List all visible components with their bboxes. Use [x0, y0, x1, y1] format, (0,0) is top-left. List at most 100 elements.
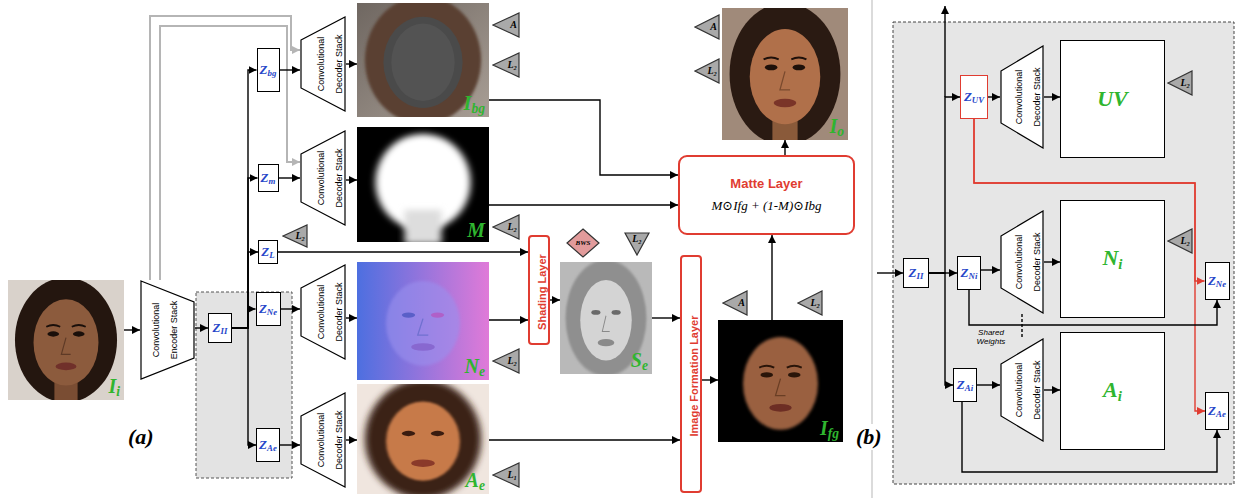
text-group: Ii [108, 375, 120, 400]
label-text: I [820, 417, 828, 439]
connector [489, 439, 680, 440]
text-group: L₂ [295, 231, 305, 241]
label-text: i [1118, 256, 1122, 272]
connector [988, 96, 1000, 97]
label-text: I [108, 375, 116, 397]
label-text: Convolutional Encoder Stack [152, 301, 180, 360]
text-group: Zbg [260, 62, 277, 78]
loss-triangle: L₂ [492, 52, 520, 78]
text-group: Ne [465, 355, 486, 380]
label-text: I [829, 115, 837, 137]
connector [346, 439, 357, 440]
latent-code: ZNe [256, 292, 281, 326]
text-group: Zm [261, 170, 276, 186]
shape-outline [301, 393, 345, 487]
panel-b-region [893, 22, 1234, 484]
label-text: Z [261, 244, 269, 259]
latent-code: ZAe [256, 428, 280, 462]
connector [346, 179, 357, 180]
connector [346, 317, 357, 318]
output-image [722, 3, 848, 146]
connector [1044, 389, 1060, 390]
shape-outline [493, 463, 519, 487]
label-text: N [465, 355, 479, 377]
output-map: Ni [1060, 200, 1165, 318]
text-group: ZII [909, 265, 924, 281]
image-panel: Io [722, 8, 848, 140]
label-text: A [738, 297, 745, 308]
label-text: Z [961, 265, 969, 280]
label-text: A [510, 19, 517, 30]
label-text: Ne [267, 307, 277, 317]
shape-outline [695, 59, 719, 83]
connector [702, 379, 718, 380]
label-text: i [116, 384, 120, 399]
latent-code: Zm [258, 164, 279, 192]
text-group: ZAe [259, 437, 277, 453]
matte-layer: Matte LayerM⊙Ifg + (1-M)⊙Ibg [678, 155, 855, 235]
text-group: Ai [1103, 377, 1122, 405]
shape-outline [141, 281, 194, 379]
connector [232, 309, 256, 328]
text-group: ZNi [961, 265, 978, 281]
edge-label: Shared Weights [966, 328, 1016, 346]
latent-code: ZII [208, 313, 232, 343]
text-group: Convolutional Decoder Stack [1009, 230, 1044, 294]
text-group: L₂ [632, 234, 642, 244]
text-group: ZNe [259, 301, 277, 317]
loss-triangle: L₁ [492, 462, 520, 488]
latent-code: Zbg [257, 48, 280, 92]
mask-image [357, 127, 489, 244]
loss-triangle: L₂ [492, 214, 520, 240]
text-group: M [467, 219, 485, 242]
connector [489, 100, 678, 175]
label-text: e [479, 478, 485, 493]
label-text: M⊙Ifg + (1-M)⊙Ibg [712, 198, 822, 214]
panel-label: (b) [854, 424, 884, 450]
shape-outline [695, 15, 719, 39]
label-text: m [269, 176, 276, 186]
image-panel: Ifg [718, 320, 843, 442]
panel-label: (a) [126, 424, 156, 450]
label-text: UV [972, 95, 984, 105]
label-text: o [837, 124, 844, 139]
connector [929, 273, 953, 385]
connector [550, 299, 560, 300]
decoder-stack: Convolutional Decoder Stack [1000, 338, 1044, 442]
decoder-stack: Convolutional Decoder Stack [300, 392, 346, 488]
text-group: Convolutional Decoder Stack [310, 34, 345, 94]
connector [160, 26, 300, 280]
connector [489, 319, 528, 320]
label-text: bg [268, 68, 277, 78]
image-panel: Se [560, 262, 652, 374]
label-text: BWS [576, 239, 591, 247]
text-group: Se [631, 349, 648, 374]
label-text: L₂ [507, 59, 517, 70]
connector [232, 70, 257, 328]
text-group: L₂ [1180, 78, 1190, 88]
label-text: Z [964, 89, 972, 104]
text-group: L₂ [1180, 236, 1190, 246]
label-text: N [1102, 245, 1118, 270]
background-image [357, 0, 489, 124]
text-group: Convolutional Decoder Stack [310, 282, 345, 342]
decoder-stack: Convolutional Decoder Stack [300, 16, 346, 112]
text-group: UV [1097, 86, 1128, 112]
label-text: II [917, 271, 924, 281]
label-text: i [1118, 388, 1122, 404]
label-text: L₂ [1180, 235, 1190, 246]
text-group: L₁ [507, 470, 517, 480]
text-group: ZAi [957, 377, 973, 393]
loss-triangle: L₂ [797, 290, 823, 316]
loss-triangle: L₂ [1167, 228, 1193, 254]
decoder-stack: Convolutional Decoder Stack [300, 264, 346, 360]
text-group: BWS [576, 240, 591, 247]
label-text: UV [1097, 86, 1128, 111]
loss-triangle: L₂ [694, 58, 720, 84]
label-text: A [710, 21, 717, 32]
connector [981, 269, 1000, 270]
text-group: L₂ [507, 356, 517, 366]
label-text: e [479, 364, 485, 379]
